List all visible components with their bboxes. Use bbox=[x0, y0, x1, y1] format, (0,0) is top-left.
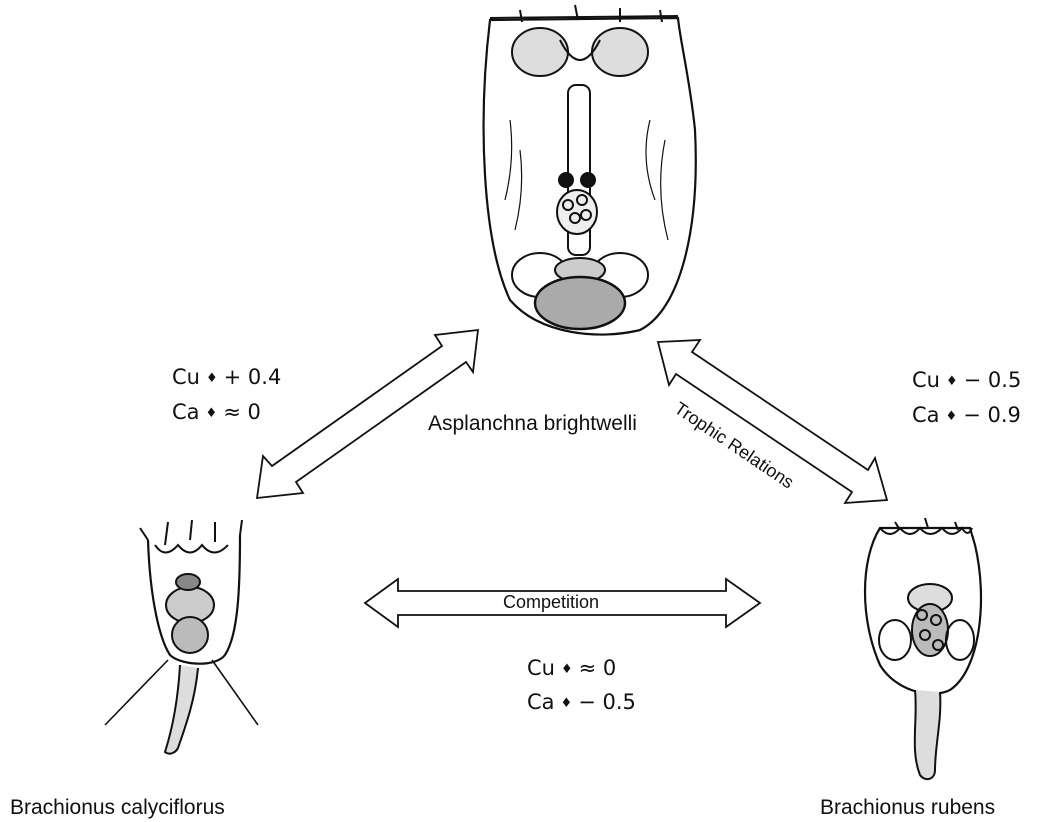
ca-symbol: Ca bbox=[527, 690, 555, 714]
asplanchna-label: Asplanchna brightwelli bbox=[428, 412, 637, 436]
cu-value: − 0.5 bbox=[964, 368, 1022, 392]
cu-symbol: Cu bbox=[172, 365, 200, 389]
bullet-icon: ♦ bbox=[561, 662, 573, 677]
bullet-icon: ♦ bbox=[561, 696, 573, 711]
coefficient-ca-right: Ca ♦ − 0.9 bbox=[912, 403, 1021, 427]
ca-symbol: Ca bbox=[172, 400, 200, 424]
ca-value: − 0.5 bbox=[578, 690, 636, 714]
cu-symbol: Cu bbox=[912, 368, 940, 392]
asplanchna-illustration bbox=[484, 5, 696, 335]
brachionus-rubens-label: Brachionus rubens bbox=[820, 796, 995, 820]
coefficient-ca-bottom: Ca ♦ − 0.5 bbox=[527, 690, 636, 714]
competition-label: Competition bbox=[503, 592, 599, 613]
ca-value: − 0.9 bbox=[963, 403, 1021, 427]
coefficient-cu-right: Cu ♦ − 0.5 bbox=[912, 368, 1021, 392]
coefficient-cu-bottom: Cu ♦ ≈ 0 bbox=[527, 656, 616, 680]
bullet-icon: ♦ bbox=[206, 371, 218, 386]
cu-value: + 0.4 bbox=[224, 365, 282, 389]
ca-value: ≈ 0 bbox=[223, 400, 261, 424]
cu-value: ≈ 0 bbox=[579, 656, 617, 680]
brachionus-calyciflorus-label: Brachionus calyciflorus bbox=[10, 796, 225, 820]
ca-symbol: Ca bbox=[912, 403, 940, 427]
brachionus-rubens-illustration bbox=[865, 518, 981, 779]
bullet-icon: ♦ bbox=[946, 409, 958, 424]
coefficient-cu-left: Cu ♦ + 0.4 bbox=[172, 365, 281, 389]
bullet-icon: ♦ bbox=[946, 374, 958, 389]
bullet-icon: ♦ bbox=[206, 406, 218, 421]
cu-symbol: Cu bbox=[527, 656, 555, 680]
coefficient-ca-left: Ca ♦ ≈ 0 bbox=[172, 400, 261, 424]
brachionus-calyciflorus-illustration bbox=[105, 520, 258, 754]
